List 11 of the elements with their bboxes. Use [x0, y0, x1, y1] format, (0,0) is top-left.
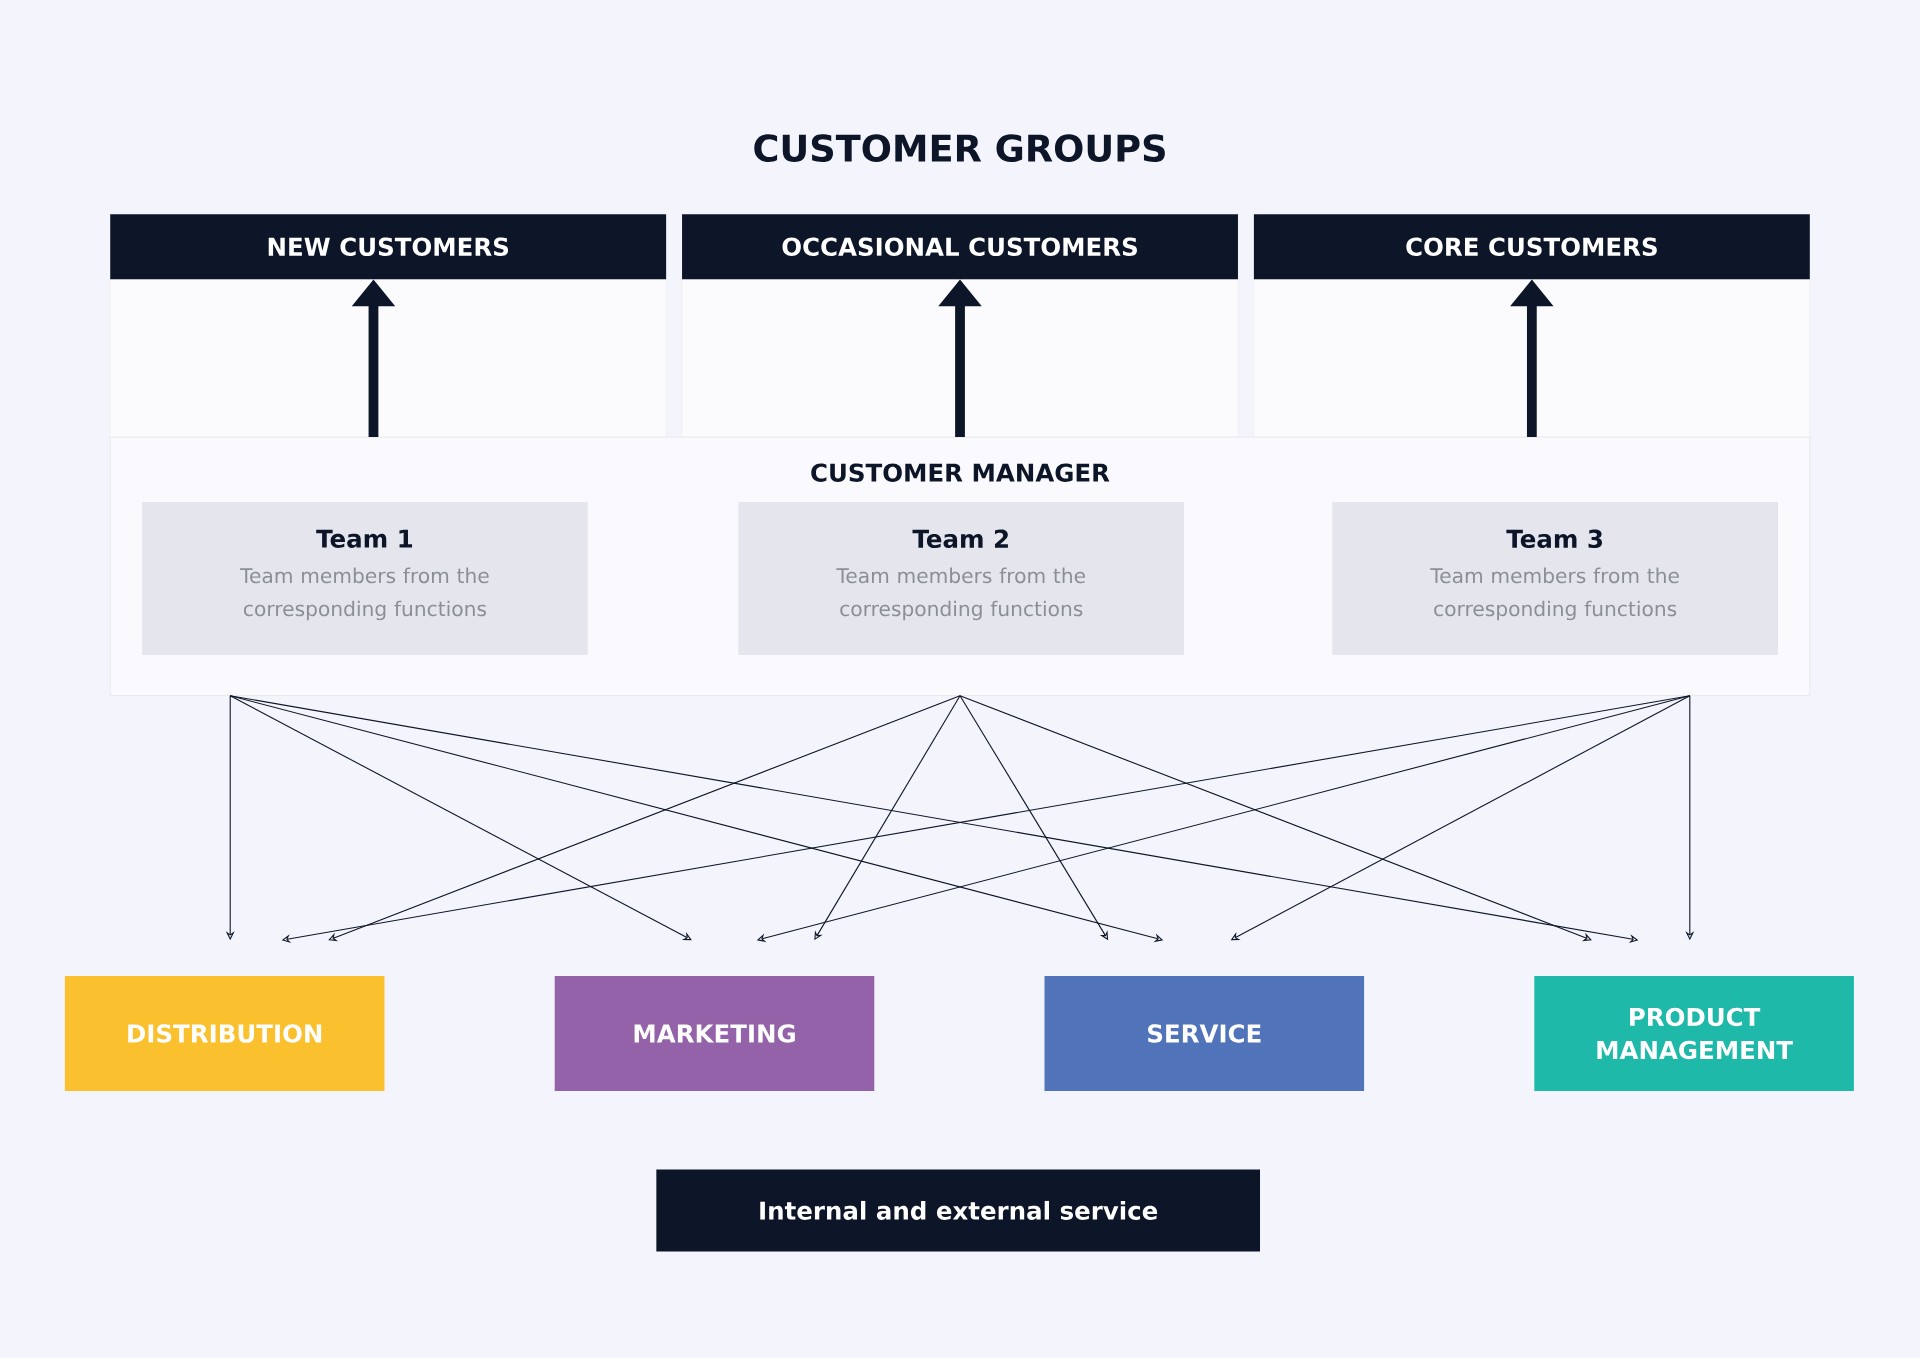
function-box: SERVICE	[1044, 975, 1365, 1092]
function-box: MARKETING	[554, 975, 875, 1092]
service-bar: Internal and external service	[656, 1169, 1260, 1252]
team-box: Team 1 Team members from the corresponding functions	[142, 502, 588, 656]
title: CUSTOMER GROUPS	[754, 134, 1165, 163]
team-box: Team 3 Team members from the corresponding functions	[1332, 502, 1778, 656]
function-box: DISTRIBUTION	[64, 975, 385, 1092]
connector-arrow	[229, 695, 692, 941]
function-box: PRODUCT MANAGEMENT	[1534, 975, 1854, 1092]
team-box: Team 2 Team members from the corresponding functions	[738, 502, 1185, 656]
connector-arrow	[328, 695, 961, 942]
